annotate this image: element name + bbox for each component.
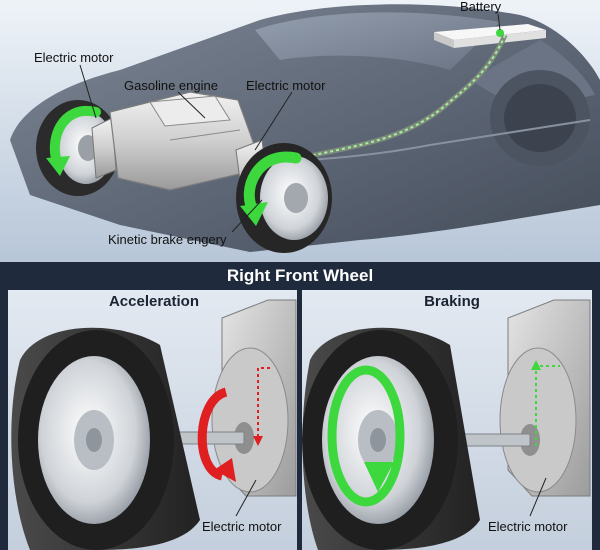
battery-label: Battery — [460, 0, 502, 14]
kinetic-brake-label: Kinetic brake engery — [108, 232, 227, 247]
battery-pack — [434, 24, 546, 48]
gasoline-engine — [109, 91, 257, 191]
rear-electric-motor — [91, 117, 117, 179]
acceleration-tire — [11, 327, 200, 550]
acceleration-motor-label: Electric motor — [202, 519, 282, 534]
wheel-section-title: Right Front Wheel — [227, 266, 373, 285]
top-diagram: Battery — [0, 0, 600, 262]
rear-electric-motor-label: Electric motor — [34, 50, 114, 65]
acceleration-heading: Acceleration — [109, 293, 199, 310]
front-electric-motor-label: Electric motor — [246, 78, 326, 93]
acceleration-power-flow-arrow — [257, 367, 270, 440]
braking-heading: Braking — [424, 293, 480, 310]
battery-terminal-icon — [496, 29, 504, 37]
wheel-section: Right Front Wheel Acceleration — [0, 262, 600, 550]
braking-motor-label: Electric motor — [488, 519, 568, 534]
front-wheel — [236, 143, 332, 253]
braking-rotation-arrow — [327, 365, 405, 507]
power-cable — [299, 34, 508, 161]
front-wheel-rotation-arrow — [243, 151, 302, 218]
braking-panel: Braking — [302, 290, 592, 550]
braking-motor-housing — [499, 299, 591, 497]
leader-lines — [79, 13, 501, 233]
gasoline-engine-label: Gasoline engine — [124, 78, 218, 93]
acceleration-rotation-arrow — [197, 387, 236, 482]
wheel-section-title-bar — [206, 262, 406, 288]
rear-wheel-rotation-arrow — [49, 105, 101, 170]
acceleration-panel: Acceleration — [8, 290, 297, 550]
